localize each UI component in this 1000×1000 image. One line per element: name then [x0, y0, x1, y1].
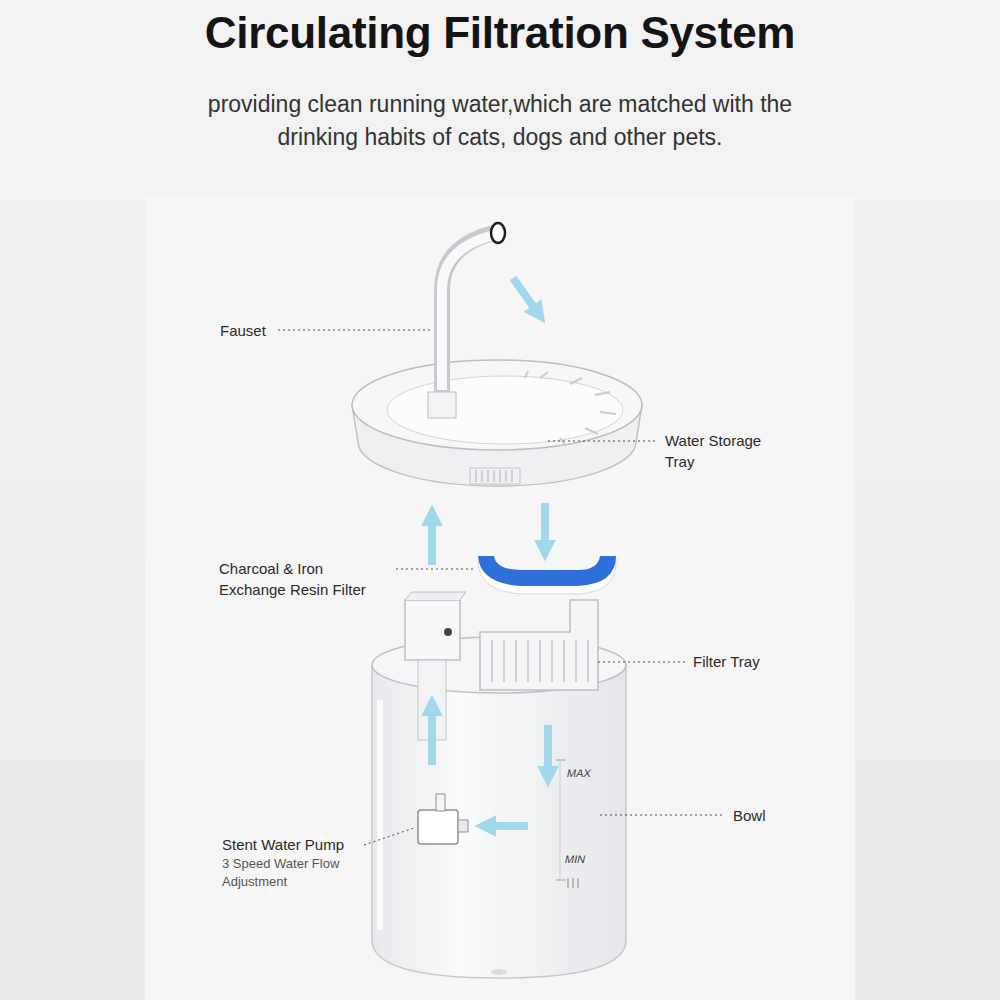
pump-tower	[405, 600, 460, 660]
level-mark: MIN	[563, 852, 586, 867]
panel-ground	[145, 195, 855, 1000]
vent-slots	[476, 470, 512, 482]
part-label: Stent Water Pump	[222, 834, 344, 855]
pump-body	[418, 810, 458, 844]
holder-slots	[492, 640, 588, 682]
bowl-body	[372, 665, 626, 978]
level-mark: MAX	[565, 766, 592, 781]
leader-line	[598, 662, 685, 663]
bowl-foot	[491, 969, 507, 975]
flow-arrow	[544, 725, 552, 770]
tray-drawing	[352, 360, 642, 486]
pump-nozzle	[436, 794, 445, 811]
part-label: Filter Tray	[693, 651, 760, 672]
tower-hole	[444, 628, 452, 636]
filter-holder	[480, 600, 598, 690]
tray-ribs	[525, 371, 616, 446]
leader-line	[396, 569, 474, 570]
flow-arrow	[513, 278, 535, 309]
leader-line	[364, 828, 414, 845]
leader-line	[548, 441, 657, 442]
flow-arrows	[432, 278, 548, 826]
faucet-glass	[442, 235, 494, 390]
leader-line	[600, 815, 724, 816]
pump-inlet	[458, 820, 468, 832]
part-label: Charcoal & Iron Exchange Resin Filter	[219, 558, 391, 600]
faucet-tube	[442, 233, 494, 392]
tower-top	[405, 592, 466, 600]
flow-arrow	[428, 522, 436, 565]
flow-arrow	[541, 503, 549, 544]
level-scale	[560, 760, 561, 880]
filter-sponge	[478, 556, 616, 586]
pump-drawing	[418, 794, 468, 844]
flow-arrow	[492, 822, 528, 830]
faucet-drawing	[442, 223, 505, 392]
scale-marks	[568, 878, 578, 888]
part-note: 3 Speed Water Flow Adjustment	[222, 855, 362, 891]
filter-drawing	[478, 556, 616, 594]
subtitle: providing clean running water,which are …	[170, 88, 830, 153]
tray-basin	[387, 376, 623, 444]
part-label: Fauset	[220, 320, 266, 341]
tray-top	[352, 360, 642, 450]
title: Circulating Filtration System	[0, 8, 1000, 58]
faucet-socket	[428, 392, 456, 418]
faucet-opening	[491, 223, 505, 243]
part-label: Water Storage Tray	[665, 430, 783, 472]
part-label: Bowl	[733, 805, 766, 826]
flow-arrow	[428, 712, 436, 765]
tray-vent	[470, 468, 520, 484]
leader-line	[278, 330, 432, 331]
bowl-highlight	[377, 700, 383, 930]
